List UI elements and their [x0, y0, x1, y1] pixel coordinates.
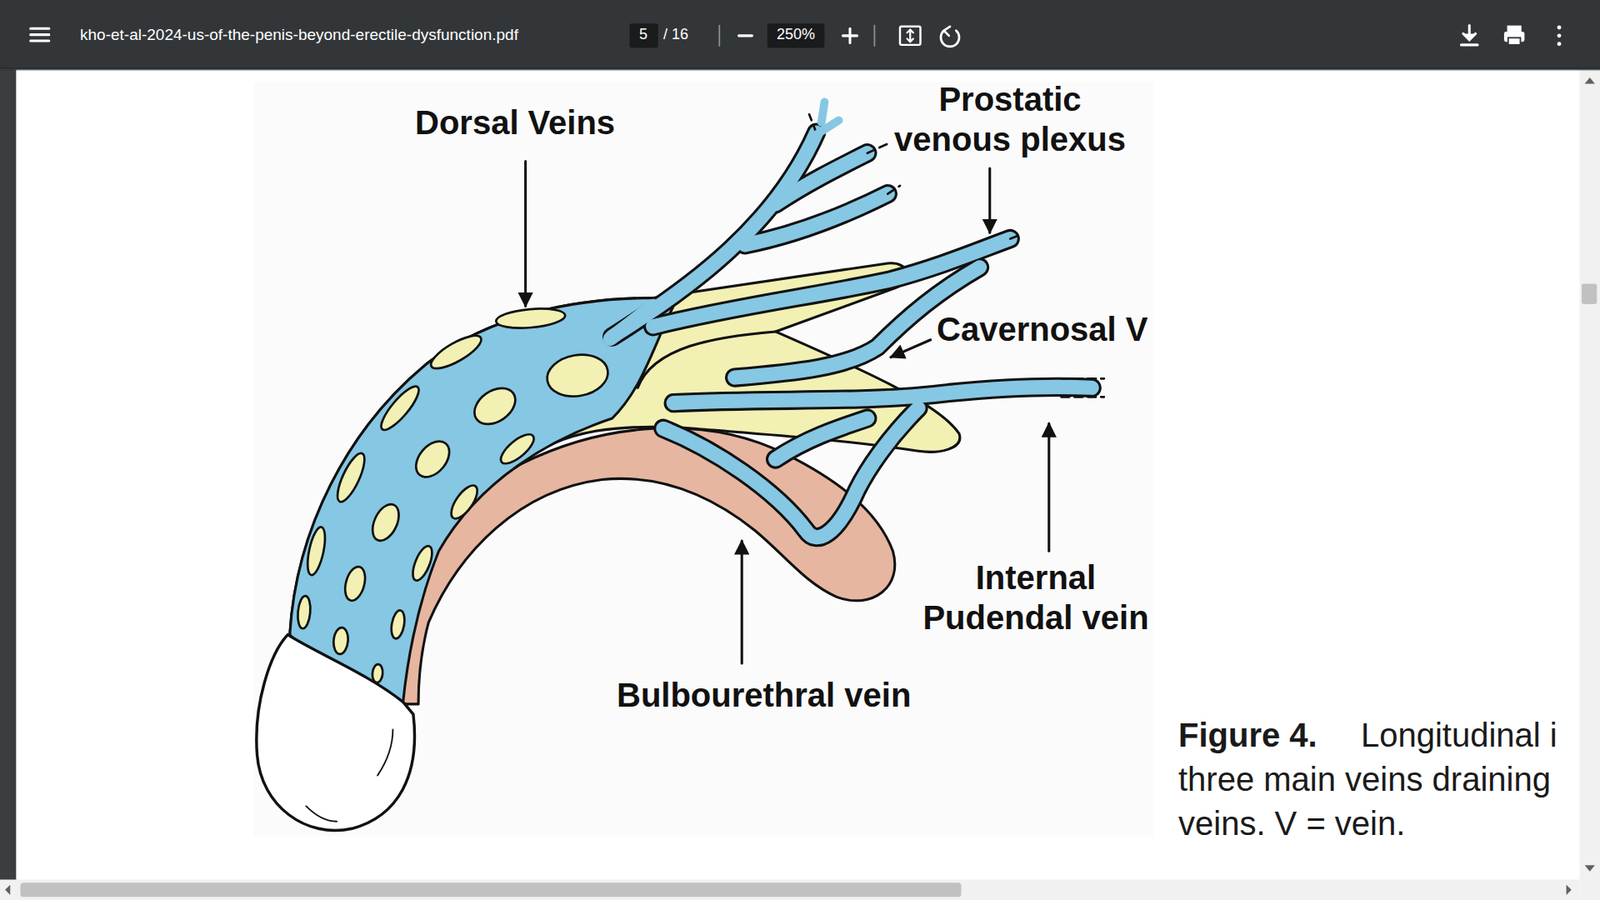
- figure-number: Figure 4.: [1178, 715, 1318, 755]
- penile-veins-illustration: [253, 81, 1154, 837]
- anatomy-label: Internal Pudendal vein: [910, 557, 1162, 638]
- anatomy-label: Dorsal Veins: [415, 102, 615, 143]
- caption-text: Longitudinal i: [1360, 715, 1558, 755]
- page-count: / 16: [663, 25, 689, 45]
- caption-text: veins. V = vein.: [1178, 803, 1405, 844]
- anatomy-label: Prostatic venous plexus: [879, 79, 1141, 160]
- caption-text: three main veins draining: [1178, 759, 1551, 800]
- leader-arrows: [525, 160, 1050, 663]
- zoom-level: 250%: [776, 25, 815, 45]
- anatomy-label: Bulbourethral vein: [616, 675, 911, 715]
- file-name: kho-et-al-2024-us-of-the-penis-beyond-er…: [80, 25, 519, 45]
- page-number: 5: [639, 25, 648, 45]
- anatomy-label: Cavernosal V: [936, 309, 1148, 350]
- toolbar-icons: [30, 23, 1562, 48]
